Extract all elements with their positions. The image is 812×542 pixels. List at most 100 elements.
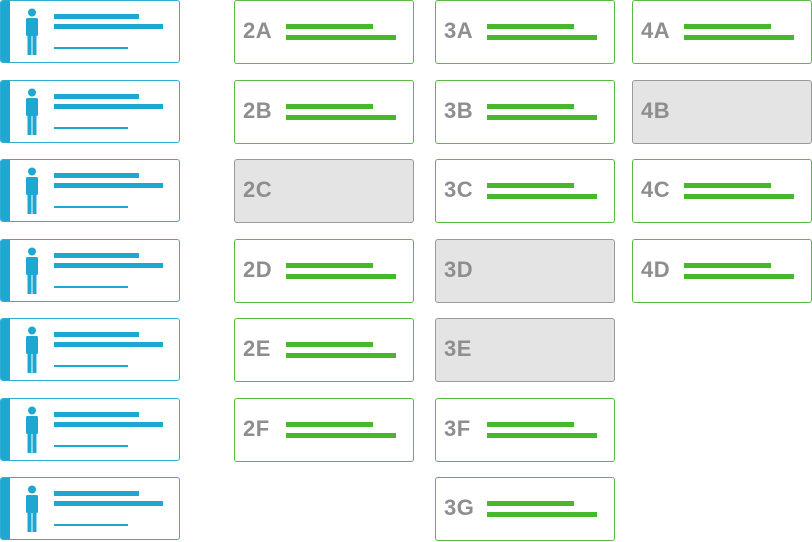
- content-bar: [286, 433, 396, 438]
- content-bar: [286, 104, 373, 109]
- tile-2f[interactable]: 2F: [234, 398, 414, 462]
- person-card[interactable]: [0, 318, 180, 381]
- tile-code: 3A: [444, 18, 474, 43]
- tile-4d[interactable]: 4D: [632, 239, 812, 303]
- content-bar: [487, 512, 597, 517]
- tile-code: 3F: [444, 416, 471, 441]
- person-icon: [26, 326, 38, 373]
- tile-code: 2C: [243, 177, 273, 202]
- content-bar: [487, 35, 597, 40]
- text-placeholder-line: [54, 491, 139, 496]
- content-bar: [487, 104, 574, 109]
- tile-4b[interactable]: 4B: [632, 80, 812, 144]
- content-bar: [487, 24, 574, 29]
- tile-code: 3C: [444, 177, 474, 202]
- tile-2d[interactable]: 2D: [234, 239, 414, 303]
- tile-code: 4C: [641, 177, 671, 202]
- text-placeholder-line: [54, 14, 139, 19]
- person-icon: [26, 485, 38, 532]
- card-accent-stripe: [1, 240, 10, 301]
- tile-3g[interactable]: 3G: [435, 477, 615, 541]
- tile-3e[interactable]: 3E: [435, 318, 615, 382]
- tile-code: 2D: [243, 257, 273, 282]
- tile-code: 3D: [444, 257, 474, 282]
- person-card[interactable]: [0, 477, 180, 540]
- content-bar: [286, 342, 373, 347]
- content-bar: [684, 35, 794, 40]
- tile-code: 3B: [444, 98, 474, 123]
- text-placeholder-line: [54, 104, 163, 109]
- text-placeholder-line: [54, 94, 139, 99]
- person-card[interactable]: [0, 239, 180, 302]
- text-placeholder-line: [54, 286, 128, 288]
- card-accent-stripe: [1, 1, 10, 62]
- tile-code: 3G: [444, 495, 475, 520]
- person-card[interactable]: [0, 398, 180, 461]
- content-bar: [487, 183, 574, 188]
- card-accent-stripe: [1, 399, 10, 460]
- tile-2b[interactable]: 2B: [234, 80, 414, 144]
- person-card[interactable]: [0, 0, 180, 63]
- text-placeholder-line: [54, 524, 128, 526]
- content-bar: [286, 115, 396, 120]
- person-icon: [26, 406, 38, 453]
- person-icon: [26, 88, 38, 135]
- content-bar: [487, 194, 597, 199]
- text-placeholder-line: [54, 127, 128, 129]
- tile-4c[interactable]: 4C: [632, 159, 812, 223]
- text-placeholder-line: [54, 501, 163, 506]
- text-placeholder-line: [54, 342, 163, 347]
- person-icon: [26, 167, 38, 214]
- content-bar: [487, 422, 574, 427]
- tile-2c[interactable]: 2C: [234, 159, 414, 223]
- tile-code: 2A: [243, 18, 273, 43]
- text-placeholder-line: [54, 263, 163, 268]
- content-bar: [286, 353, 396, 358]
- text-placeholder-line: [54, 365, 128, 367]
- tile-4a[interactable]: 4A: [632, 0, 812, 64]
- content-bar: [487, 501, 574, 506]
- text-placeholder-line: [54, 422, 163, 427]
- text-placeholder-line: [54, 47, 128, 49]
- tile-code: 3E: [444, 336, 472, 361]
- content-bar: [286, 263, 373, 268]
- person-icon: [26, 8, 38, 55]
- text-placeholder-line: [54, 183, 163, 188]
- content-bar: [286, 24, 373, 29]
- content-bar: [684, 24, 771, 29]
- content-bar: [684, 194, 794, 199]
- tile-3d[interactable]: 3D: [435, 239, 615, 303]
- content-bar: [684, 274, 794, 279]
- text-placeholder-line: [54, 445, 128, 447]
- text-placeholder-line: [54, 253, 139, 258]
- tile-3a[interactable]: 3A: [435, 0, 615, 64]
- card-accent-stripe: [1, 319, 10, 380]
- text-placeholder-line: [54, 24, 163, 29]
- tile-2a[interactable]: 2A: [234, 0, 414, 64]
- person-icon: [26, 247, 38, 294]
- content-bar: [286, 422, 373, 427]
- tile-2e[interactable]: 2E: [234, 318, 414, 382]
- card-accent-stripe: [1, 160, 10, 221]
- tile-code: 4B: [641, 98, 671, 123]
- content-bar: [684, 183, 771, 188]
- text-placeholder-line: [54, 206, 128, 208]
- content-bar: [487, 433, 597, 438]
- person-card[interactable]: [0, 159, 180, 222]
- text-placeholder-line: [54, 173, 139, 178]
- content-bar: [487, 115, 597, 120]
- tile-code: 4D: [641, 257, 671, 282]
- content-bar: [286, 274, 396, 279]
- tile-3c[interactable]: 3C: [435, 159, 615, 223]
- tile-3b[interactable]: 3B: [435, 80, 615, 144]
- person-card[interactable]: [0, 80, 180, 143]
- tile-code: 2E: [243, 336, 271, 361]
- content-bar: [684, 263, 771, 268]
- tile-code: 2F: [243, 416, 270, 441]
- tile-3f[interactable]: 3F: [435, 398, 615, 462]
- card-accent-stripe: [1, 81, 10, 142]
- text-placeholder-line: [54, 332, 139, 337]
- content-bar: [286, 35, 396, 40]
- tile-code: 2B: [243, 98, 273, 123]
- tile-code: 4A: [641, 18, 671, 43]
